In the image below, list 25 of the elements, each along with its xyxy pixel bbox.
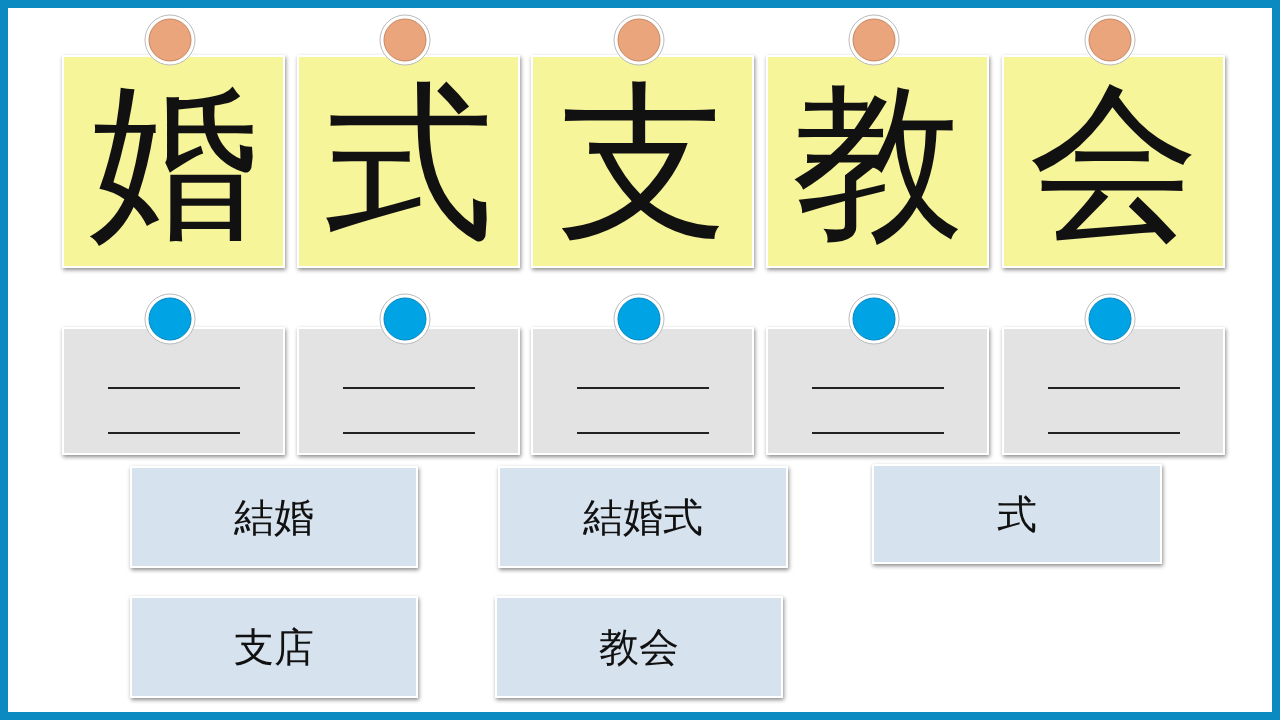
word-text: 結婚式: [583, 492, 703, 542]
word-text: 結婚: [234, 492, 314, 542]
sticky-note: [62, 55, 285, 268]
answer-card: [495, 596, 783, 698]
blank-card: [62, 327, 285, 455]
kanji-character: 教: [792, 76, 963, 247]
answer-card: [130, 596, 418, 698]
blank-card: [766, 327, 989, 455]
kanji-character: 婚: [88, 76, 259, 247]
blank-card: [1002, 327, 1225, 455]
kanji-character: 会: [1028, 76, 1199, 247]
answer-card: [130, 466, 418, 568]
sticky-note: [297, 55, 520, 268]
word-text: 式: [997, 489, 1037, 539]
kanji-character: 支: [557, 76, 728, 247]
sticky-note: [766, 55, 989, 268]
kanji-character: 式: [323, 76, 494, 247]
word-text: 支店: [234, 622, 314, 672]
sticky-note: [1002, 55, 1225, 268]
answer-card: [498, 466, 788, 568]
word-text: 教会: [599, 622, 679, 672]
answer-card: [872, 464, 1162, 564]
blank-card: [297, 327, 520, 455]
sticky-note: [531, 55, 754, 268]
blank-card: [531, 327, 754, 455]
